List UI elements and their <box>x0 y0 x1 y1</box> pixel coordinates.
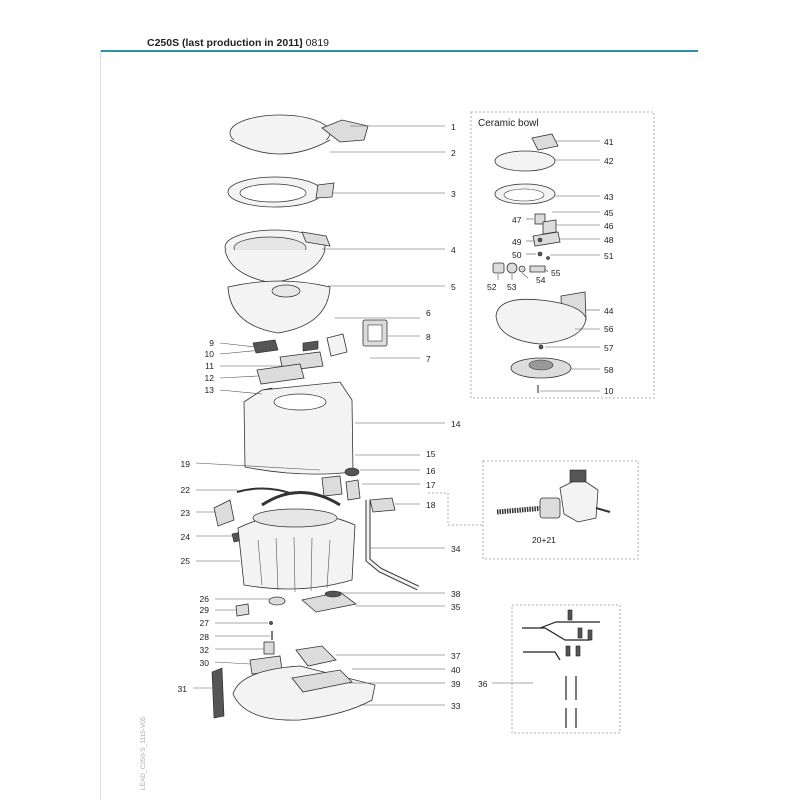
part-wiring-harness <box>511 604 621 734</box>
callout-label-13: 13 <box>205 385 215 395</box>
part-flush-pump-hose <box>496 469 611 523</box>
callout-label-46: 46 <box>604 221 614 231</box>
callout-label-47: 47 <box>512 215 522 225</box>
callout-label-42: 42 <box>604 156 614 166</box>
callout-label-26: 26 <box>200 594 210 604</box>
callout-label-48: 48 <box>604 235 614 245</box>
part-valves <box>321 467 361 501</box>
callout-label-55: 55 <box>551 268 561 278</box>
part-waste-tank <box>237 491 356 593</box>
callout-label-10: 10 <box>205 349 215 359</box>
callout-label-22: 22 <box>181 485 191 495</box>
callout-label-11: 11 <box>205 361 214 371</box>
callout-label-17: 17 <box>426 480 436 490</box>
callout-label-30: 30 <box>200 658 210 668</box>
callout-label-44: 44 <box>604 306 614 316</box>
inset-connector <box>428 492 483 526</box>
callout-label-41: 41 <box>604 137 614 147</box>
inset-label: 20+21 <box>532 535 556 545</box>
callout-label-8: 8 <box>426 332 431 342</box>
callout-label-10: 10 <box>604 386 614 396</box>
callout-label-40: 40 <box>451 665 461 675</box>
callout-group: 1234568791011121314151916172218232434252… <box>178 122 614 711</box>
part-cover-plate <box>326 333 348 357</box>
callout-label-9: 9 <box>209 338 214 348</box>
callout-leader-line <box>214 661 251 665</box>
callout-label-53: 53 <box>507 282 517 292</box>
callout-label-27: 27 <box>200 618 210 628</box>
callout-label-37: 37 <box>451 651 461 661</box>
callout-leader-line <box>219 349 263 355</box>
callout-label-6: 6 <box>426 308 431 318</box>
callout-label-28: 28 <box>200 632 210 642</box>
callout-label-54: 54 <box>536 275 546 285</box>
callout-label-36: 36 <box>478 679 488 689</box>
part-bowl <box>224 229 331 284</box>
callout-leader-line <box>195 462 321 471</box>
callout-label-57: 57 <box>604 343 614 353</box>
callout-label-5: 5 <box>451 282 456 292</box>
callout-label-56: 56 <box>604 324 614 334</box>
header-rule <box>100 50 698 52</box>
callout-label-3: 3 <box>451 189 456 199</box>
part-main-housing <box>243 381 354 475</box>
part-small-fittings <box>235 596 286 675</box>
callout-label-35: 35 <box>451 602 461 612</box>
callout-label-25: 25 <box>181 556 191 566</box>
callout-label-43: 43 <box>604 192 614 202</box>
part-base-plate <box>232 645 376 721</box>
ceramic-bowl-box <box>470 111 655 399</box>
callout-label-15: 15 <box>426 449 436 459</box>
callout-leader-line <box>521 272 529 279</box>
callout-label-58: 58 <box>604 365 614 375</box>
callout-label-49: 49 <box>512 237 522 247</box>
callout-label-2: 2 <box>451 148 456 158</box>
margin-rule <box>100 50 101 800</box>
callout-label-14: 14 <box>451 419 461 429</box>
callout-label-7: 7 <box>426 354 431 364</box>
page-code: | 0819 <box>300 37 330 49</box>
callout-label-29: 29 <box>200 605 210 615</box>
part-lid-rim <box>229 139 331 155</box>
part-seat <box>227 176 335 208</box>
callout-label-32: 32 <box>200 645 210 655</box>
callout-label-38: 38 <box>451 589 461 599</box>
ceramic-bowl-title: Ceramic bowl <box>478 118 539 129</box>
callout-label-33: 33 <box>451 701 461 711</box>
page-title: C250S (last production in 2011) <box>147 37 303 49</box>
callout-leader-line <box>219 342 257 348</box>
callout-label-50: 50 <box>512 250 522 260</box>
part-side-bracket <box>213 499 235 527</box>
callout-label-23: 23 <box>181 508 191 518</box>
callout-label-19: 19 <box>181 459 191 469</box>
part-plate-assembly <box>301 590 357 613</box>
callout-label-24: 24 <box>181 532 191 542</box>
part-upper-housing <box>227 280 331 334</box>
ceramic-parts <box>492 133 587 393</box>
callout-label-31: 31 <box>178 684 188 694</box>
callout-label-16: 16 <box>426 466 436 476</box>
part-level-indicator <box>362 319 388 347</box>
callout-label-34: 34 <box>451 544 461 554</box>
callout-label-18: 18 <box>426 500 436 510</box>
callout-label-39: 39 <box>451 679 461 689</box>
callout-label-1: 1 <box>451 122 456 132</box>
callout-label-45: 45 <box>604 208 614 218</box>
callout-leader-line <box>219 375 259 379</box>
part-side-rail <box>211 667 225 719</box>
callout-label-4: 4 <box>451 245 456 255</box>
callout-leader-line <box>544 268 549 273</box>
callout-leader-line <box>219 389 263 395</box>
part-clamp <box>369 497 396 513</box>
inset-box <box>482 460 639 560</box>
callout-label-12: 12 <box>205 373 215 383</box>
callout-label-51: 51 <box>604 251 614 261</box>
callout-label-52: 52 <box>487 282 497 292</box>
